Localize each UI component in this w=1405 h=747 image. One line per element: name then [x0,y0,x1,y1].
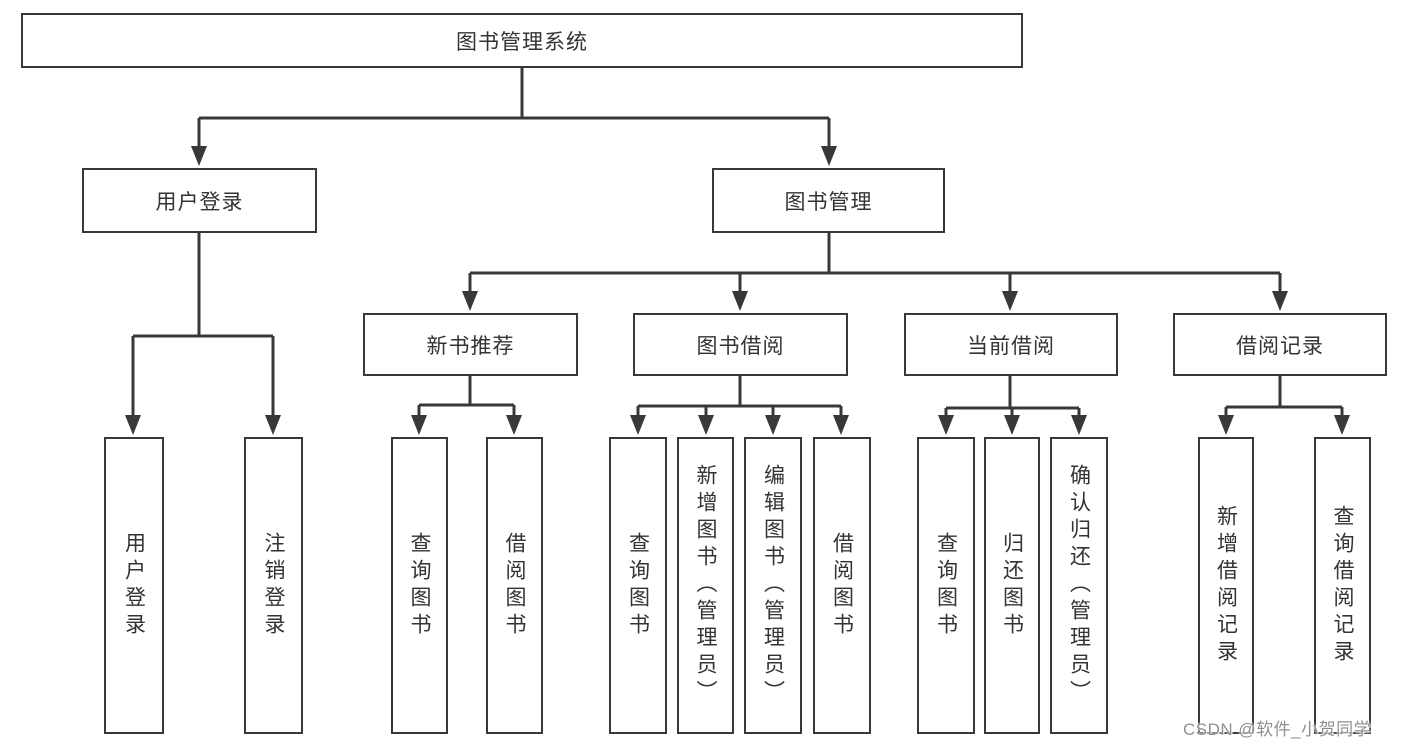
arrowheads [125,146,1350,435]
leaf-query-borrow-record: 查询借阅记录 [1314,437,1371,734]
leaf-edit-book-admin: 编辑图书（管理员） [744,437,802,734]
node-current-borrowing: 当前借阅 [904,313,1118,376]
node-label: 图书借阅 [696,334,785,358]
node-book-management: 图书管理 [712,168,945,233]
leaf-logout-login: 注销登录 [244,437,303,734]
node-label: 查询借阅记录 [1331,504,1354,667]
node-label: 归还图书 [1000,531,1024,640]
leaf-borrow-books: 借阅图书 [813,437,871,734]
node-label: 借阅图书 [830,531,854,640]
node-label: 新增借阅记录 [1214,504,1238,667]
leaf-user-login: 用户登录 [104,437,164,734]
node-label: 图书管理系统 [456,30,588,54]
leaf-add-borrow-record: 新增借阅记录 [1198,437,1254,734]
node-label: 注销登录 [262,531,285,640]
csdn-watermark: CSDN @软件_小贺同学 [1183,720,1372,739]
node-label: 当前借阅 [967,334,1055,358]
leaf-query-books-borrowing: 查询图书 [609,437,667,734]
node-book-borrowing: 图书借阅 [633,313,848,376]
node-label: 查询图书 [934,531,958,640]
leaf-return-books: 归还图书 [984,437,1040,734]
node-label: 新增图书（管理员） [694,464,717,707]
node-label: 确认归还（管理员） [1067,464,1091,707]
node-new-book-recommend: 新书推荐 [363,313,578,376]
node-user-login: 用户登录 [82,168,317,233]
node-label: 用户登录 [155,190,244,214]
leaf-query-books-current: 查询图书 [917,437,975,734]
node-label: 用户登录 [122,531,146,640]
node-label: 新书推荐 [426,334,515,358]
node-label: 图书管理 [784,190,873,214]
node-label: 编辑图书（管理员） [761,464,785,707]
node-library-management-system: 图书管理系统 [21,13,1023,68]
leaf-query-books-recommend: 查询图书 [391,437,448,734]
leaf-borrow-books-recommend: 借阅图书 [486,437,543,734]
leaf-confirm-return-admin: 确认归还（管理员） [1050,437,1108,734]
node-borrowing-records: 借阅记录 [1173,313,1387,376]
node-label: 查询图书 [408,531,431,640]
node-label: 借阅图书 [503,531,526,640]
node-label: 借阅记录 [1236,334,1324,358]
node-label: 查询图书 [626,531,650,640]
leaf-add-book-admin: 新增图书（管理员） [677,437,734,734]
